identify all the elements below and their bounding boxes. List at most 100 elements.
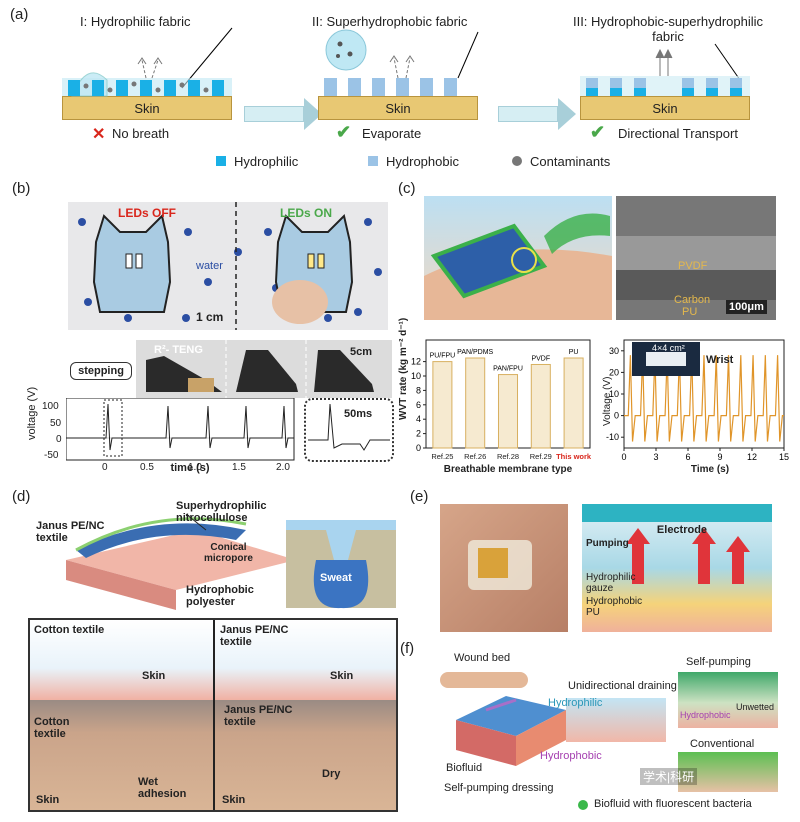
category-label: Ref.28 bbox=[497, 452, 519, 461]
leds-off-label: LEDs OFF bbox=[118, 206, 177, 220]
category-label: Ref.25 bbox=[431, 452, 453, 461]
stage1-skin: Skin bbox=[62, 96, 232, 120]
y-tick-label: 10 bbox=[411, 371, 421, 381]
arm-patch-photo bbox=[440, 504, 568, 632]
stage1-status: No breath bbox=[112, 126, 170, 141]
wvt-ylabel: WVT rate (kg m⁻² d⁻¹) bbox=[398, 317, 409, 420]
hydrophilic-label-f: Hydrophilic bbox=[548, 697, 603, 709]
y-tick-label: 4 bbox=[416, 414, 421, 424]
water-label: water bbox=[196, 260, 223, 272]
legend-contaminants: Contaminants bbox=[530, 154, 611, 169]
hydrophobic-swatch bbox=[368, 156, 378, 166]
bar bbox=[432, 361, 453, 449]
b-ytick: 100 bbox=[42, 401, 59, 412]
electrode-label: Electrode bbox=[656, 524, 708, 536]
legend-hydrophilic: Hydrophilic bbox=[234, 154, 299, 169]
stage1-fabric-diagram bbox=[62, 27, 233, 97]
check-icon: ✔ bbox=[590, 122, 606, 142]
y-tick-label: 12 bbox=[411, 357, 421, 367]
stage2-title: II: Superhydrophobic fabric bbox=[312, 14, 468, 29]
voltage-trace-chart bbox=[66, 398, 295, 461]
wrist-patch-photo: 4×4 cm² bbox=[632, 342, 700, 376]
stage3-skin: Skin bbox=[580, 96, 750, 120]
wound-bed-label: Wound bed bbox=[454, 652, 511, 664]
cross-icon: ✕ bbox=[92, 126, 106, 143]
stage1-title: I: Hydrophilic fabric bbox=[80, 14, 191, 29]
b-xlabel: time (s) bbox=[170, 462, 210, 474]
cat-fabric-photo: LEDs OFF LEDs ON water 1 cm bbox=[68, 202, 388, 330]
x-tick-label: 6 bbox=[685, 452, 690, 462]
teng-label: R²- TENG bbox=[154, 344, 203, 356]
dressing-diagram bbox=[456, 696, 566, 766]
sweat-label: Sweat bbox=[320, 572, 352, 584]
x-tick-label: 3 bbox=[653, 452, 658, 462]
y-tick-label: 30 bbox=[609, 346, 619, 356]
b-ytick: 50 bbox=[50, 418, 62, 429]
scale-5cm: 5cm bbox=[350, 346, 373, 358]
conventional-label: Conventional bbox=[690, 738, 755, 750]
process-arrow-2 bbox=[498, 98, 576, 130]
bar-label: PU/FPU bbox=[430, 353, 456, 360]
bar bbox=[530, 363, 551, 449]
wvt-bar-chart: 024681012PU/FPURef.25PAN/PDMSRef.26PAN/F… bbox=[411, 339, 592, 461]
panel-label-c: (c) bbox=[398, 180, 416, 197]
unidirectional-label: Unidirectional draining bbox=[568, 680, 677, 692]
patch-size: 4×4 cm² bbox=[652, 343, 685, 353]
voltage-series-line bbox=[624, 355, 784, 442]
bar bbox=[465, 357, 486, 449]
watermark: 学术|科研 bbox=[640, 768, 698, 785]
bar bbox=[497, 374, 519, 449]
b-ytick: -50 bbox=[44, 450, 59, 461]
self-pumping-label: Self-pumping bbox=[686, 656, 751, 668]
skin-photo-left: Skin bbox=[36, 794, 60, 806]
bar-label: PAN/PDMS bbox=[457, 349, 493, 356]
scale-50ms: 50ms bbox=[344, 408, 373, 420]
sem-cross-section: PVDF Carbon PU 100μm bbox=[616, 196, 776, 320]
hydrophilic-swatch bbox=[216, 156, 226, 166]
bar-label: PU bbox=[569, 349, 579, 356]
cotton-textile-title: Cotton textile bbox=[34, 624, 105, 636]
arm-device-illustration bbox=[424, 196, 612, 320]
y-tick-label: -10 bbox=[606, 432, 619, 442]
panel-label-d: (d) bbox=[12, 488, 31, 505]
panel-label-a: (a) bbox=[10, 6, 29, 23]
conventional-photo bbox=[678, 752, 778, 792]
draining-diagram bbox=[566, 698, 666, 742]
leds-on-label: LEDs ON bbox=[280, 206, 333, 220]
skin-label-right: Skin bbox=[330, 670, 354, 682]
wrist-xlabel: Time (s) bbox=[690, 464, 730, 475]
y-tick-label: 0 bbox=[416, 443, 421, 453]
y-tick-label: 8 bbox=[416, 385, 421, 395]
y-tick-label: 0 bbox=[614, 411, 619, 421]
panel-label-b: (b) bbox=[12, 180, 31, 197]
stepping-label: stepping bbox=[70, 362, 132, 380]
scale-1cm: 1 cm bbox=[196, 310, 224, 324]
skin-label-left: Skin bbox=[142, 670, 166, 682]
biofluid-legend: Biofluid with fluorescent bacteria bbox=[594, 798, 752, 810]
stage2-status: Evaporate bbox=[362, 126, 422, 141]
biofluid-dot bbox=[578, 800, 588, 810]
wrist-ylabel: Voltage (V) bbox=[602, 376, 613, 426]
legend-hydrophobic: Hydrophobic bbox=[386, 154, 459, 169]
y-tick-label: 6 bbox=[416, 400, 421, 410]
category-label: Ref.29 bbox=[530, 452, 552, 461]
y-tick-label: 20 bbox=[609, 367, 619, 377]
b-xtick: 1.5 bbox=[232, 462, 246, 473]
check-icon: ✔ bbox=[336, 122, 352, 142]
wrist-label: Wrist bbox=[706, 354, 734, 366]
panel-label-e: (e) bbox=[410, 488, 429, 505]
pu-label: PU bbox=[682, 306, 698, 318]
stage3-status: Directional Transport bbox=[618, 126, 738, 141]
wvt-xlabel: Breathable membrane type bbox=[443, 464, 573, 475]
b-xtick: 0 bbox=[102, 462, 108, 473]
biofluid-label: Biofluid bbox=[446, 762, 483, 774]
pumping-label: Pumping bbox=[586, 538, 629, 549]
category-label: Ref.26 bbox=[464, 452, 486, 461]
